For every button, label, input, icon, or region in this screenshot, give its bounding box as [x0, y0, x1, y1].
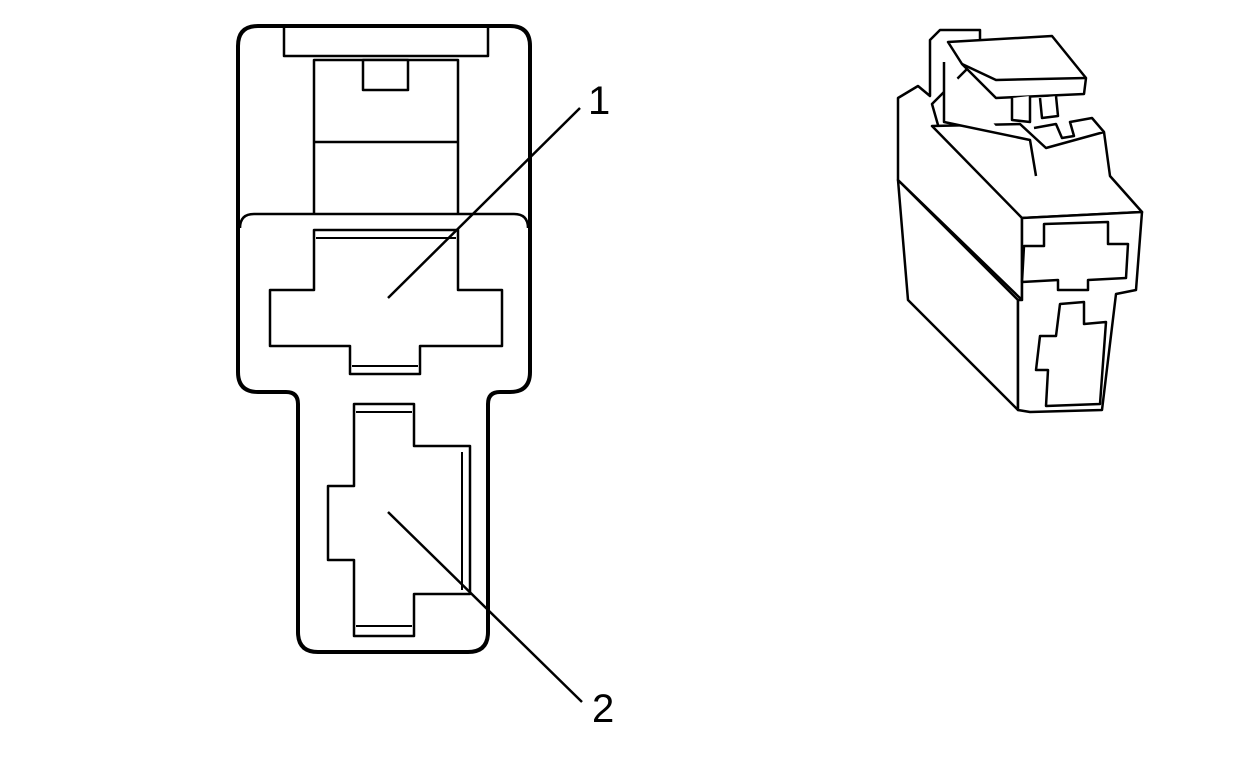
iso-latch-hinge: [1010, 95, 1060, 124]
callout-leaders: [387, 107, 583, 703]
terminal-cavity-1: [268, 228, 504, 376]
terminal-cavity-2: [326, 402, 472, 638]
callout-label-2: 2: [592, 687, 614, 731]
connector-isometric-view: [896, 28, 1144, 414]
iso-latch-ramp: [942, 62, 1038, 177]
connector-face-view: [236, 24, 532, 654]
latch-slot: [282, 28, 490, 58]
iso-terminal-cavity-1: [1020, 220, 1130, 292]
iso-latch-arm-edge: [961, 62, 1087, 82]
leader-line-2: [387, 511, 583, 703]
leader-line-1: [387, 107, 581, 299]
iso-terminal-cavity-2: [1034, 300, 1108, 408]
latch-tab: [361, 58, 410, 92]
housing-step-line: [238, 212, 530, 229]
callout-label-1: 1: [588, 79, 610, 123]
iso-latch-notch: [1033, 116, 1105, 140]
